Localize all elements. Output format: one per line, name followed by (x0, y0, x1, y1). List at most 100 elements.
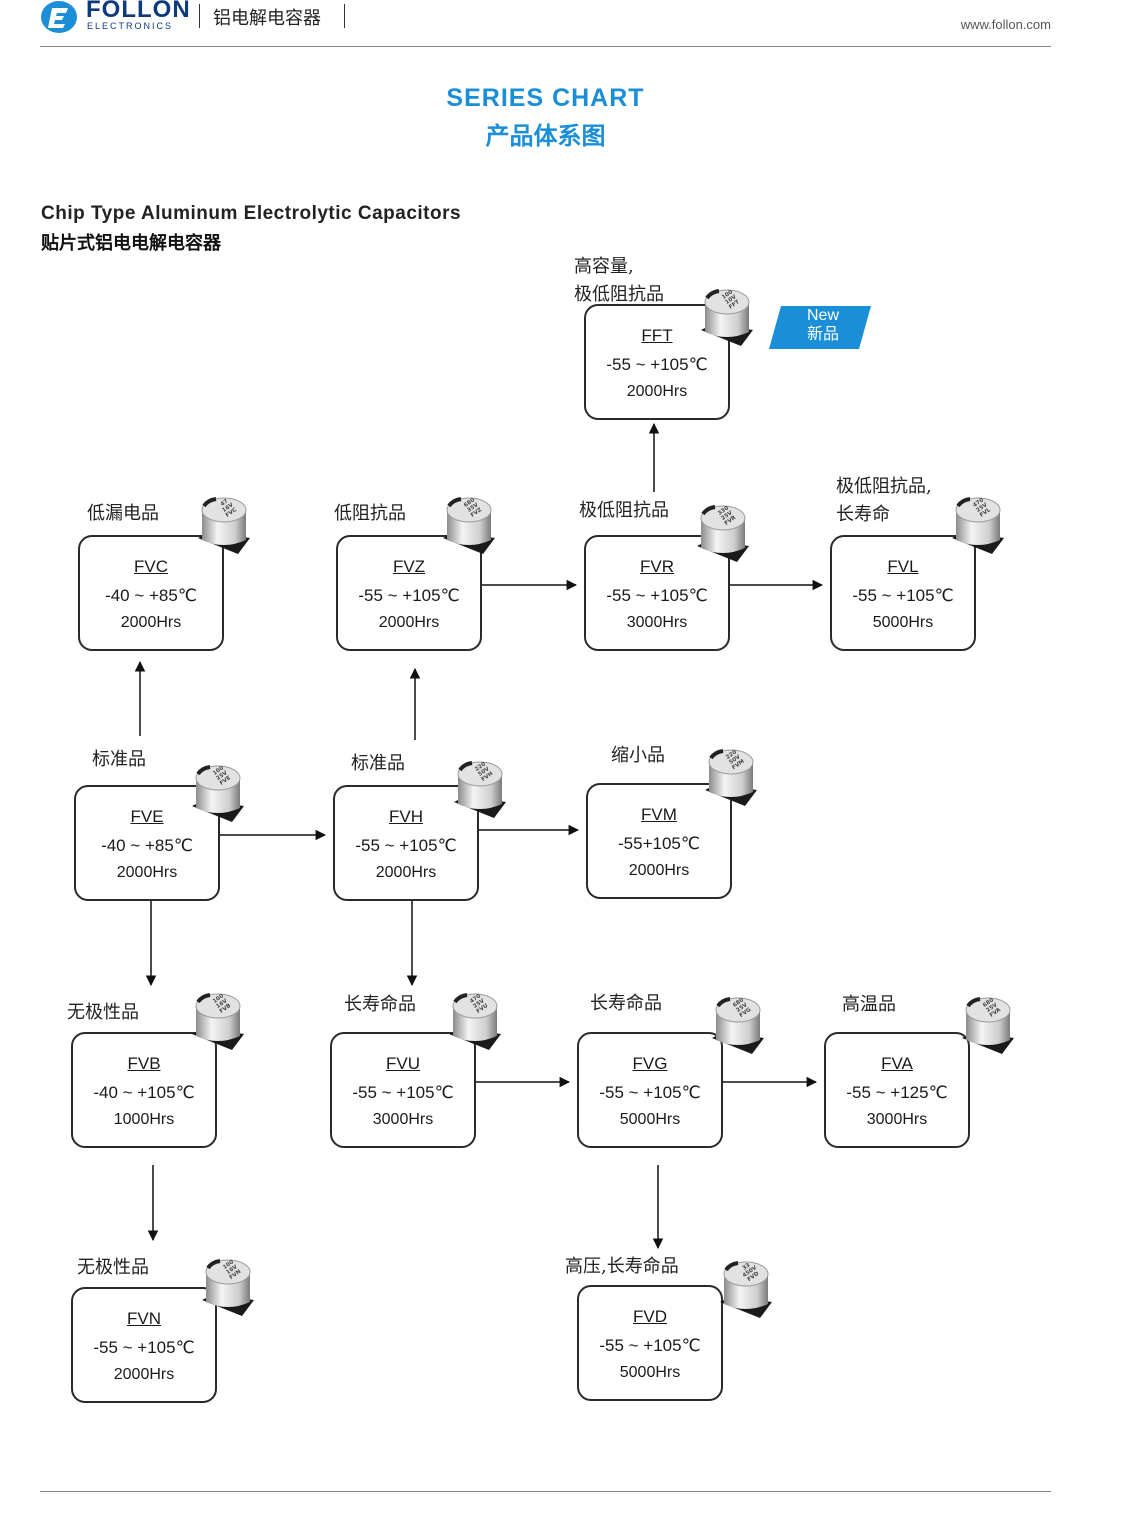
series-label-line: 长寿命品 (344, 994, 416, 1015)
page-title-cn: 产品体系图 (485, 122, 606, 150)
follon-logo-icon (41, 1, 77, 33)
series-code[interactable]: FVL (887, 557, 919, 576)
cap-marking: 33 (742, 1262, 752, 1271)
series-label-line: 高压,长寿命品 (565, 1256, 679, 1277)
cap-marking: 100 (222, 1259, 235, 1271)
cap-marking: 100 (212, 765, 225, 777)
series-label-line: 缩小品 (611, 745, 665, 766)
load-life: 2000Hrs (113, 1366, 175, 1383)
series-code[interactable]: FVB (127, 1054, 161, 1073)
series-box-fvr[interactable]: FVR -55 ~ +105℃ 3000Hrs (584, 535, 730, 651)
series-label-fvb: 无极性品 (67, 999, 139, 1027)
series-label-line: 极低阻抗品 (579, 500, 669, 521)
series-box-fvn[interactable]: FVN -55 ~ +105℃ 2000Hrs (71, 1287, 217, 1403)
series-label-fva: 高温品 (842, 991, 896, 1019)
load-life: 1000Hrs (113, 1111, 175, 1128)
series-code[interactable]: FVG (632, 1054, 668, 1073)
cap-marking: 470 (972, 497, 985, 509)
series-label-fvu: 长寿命品 (344, 991, 416, 1019)
temperature-range: -55 ~ +105℃ (599, 1083, 701, 1102)
series-label-line: 标准品 (351, 753, 405, 774)
series-label-line: 无极性品 (77, 1257, 149, 1278)
series-box-fvc[interactable]: FVC -40 ~ +85℃ 2000Hrs (78, 535, 224, 651)
cap-marking: FVZ (470, 507, 483, 519)
load-life: 3000Hrs (866, 1111, 928, 1128)
cap-marking: 680 (982, 997, 995, 1009)
new-badge-label: New 新品 (783, 306, 863, 344)
header-divider (199, 4, 200, 28)
series-box-fvb[interactable]: FVB -40 ~ +105℃ 1000Hrs (71, 1032, 217, 1148)
series-label-fvc: 低漏电品 (87, 500, 159, 528)
temperature-range: -40 ~ +105℃ (93, 1083, 195, 1102)
temperature-range: -55 ~ +105℃ (606, 355, 708, 374)
cap-marking: FVC (225, 507, 238, 519)
series-code[interactable]: FVD (633, 1307, 667, 1326)
new-badge-en: New (806, 307, 839, 324)
cap-marking: 680 (732, 997, 745, 1009)
cap-marking: 47 (220, 498, 230, 507)
series-code[interactable]: FVR (640, 557, 674, 576)
temperature-range: -55 ~ +105℃ (606, 586, 708, 605)
series-label-line: 高温品 (842, 994, 896, 1015)
load-life: 2000Hrs (120, 614, 182, 631)
series-label-line: 无极性品 (67, 1002, 139, 1023)
new-badge-cn: 新品 (806, 326, 839, 343)
series-label-fvd: 高压,长寿命品 (565, 1253, 679, 1281)
series-code[interactable]: FVN (127, 1309, 161, 1328)
series-code[interactable]: FVZ (392, 557, 426, 576)
brand-subtitle: ELECTRONICS (87, 21, 174, 31)
new-badge (769, 306, 871, 349)
series-code[interactable]: FFT (641, 326, 673, 345)
cap-marking: FVB (219, 1003, 232, 1015)
series-box-fva[interactable]: FVA -55 ~ +125℃ 3000Hrs (824, 1032, 970, 1148)
temperature-range: -55 ~ +125℃ (846, 1083, 948, 1102)
series-label-line: 高容量, (574, 256, 634, 277)
header-rule (40, 46, 1051, 47)
temperature-range: -55 ~ +105℃ (93, 1338, 195, 1357)
temperature-range: -55 ~ +105℃ (358, 586, 460, 605)
series-label-fvm: 缩小品 (611, 742, 665, 770)
load-life: 5000Hrs (619, 1111, 681, 1128)
series-box-fvu[interactable]: FVU -55 ~ +105℃ 3000Hrs (330, 1032, 476, 1148)
temperature-range: -40 ~ +85℃ (101, 836, 193, 855)
temperature-range: -55 ~ +105℃ (352, 1083, 454, 1102)
page-header: FOLLON ELECTRONICS 铝电解电容器 www.follon.com (0, 0, 1131, 48)
header-category: 铝电解电容器 (213, 8, 321, 29)
cap-marking: 330 (717, 505, 730, 517)
website-url[interactable]: www.follon.com (960, 17, 1051, 32)
load-life: 3000Hrs (626, 614, 688, 631)
series-code[interactable]: FVM (641, 805, 677, 824)
cap-marking: 100 (721, 289, 734, 301)
cap-marking: FVE (219, 775, 232, 787)
series-label-fvz: 低阻抗品 (334, 500, 406, 528)
series-code[interactable]: FVU (386, 1054, 420, 1073)
series-box-fvg[interactable]: FVG -55 ~ +105℃ 5000Hrs (577, 1032, 723, 1148)
load-life: 3000Hrs (372, 1111, 434, 1128)
series-code[interactable]: FVH (389, 807, 423, 826)
series-code[interactable]: FVA (881, 1054, 913, 1073)
cap-marking: 470 (469, 993, 482, 1005)
temperature-range: -55 ~ +105℃ (599, 1336, 701, 1355)
series-code[interactable]: FVE (130, 807, 164, 826)
section-title-en: Chip Type Aluminum Electrolytic Capacito… (41, 203, 462, 224)
cap-marking: 100 (212, 993, 225, 1005)
temperature-range: -40 ~ +85℃ (105, 586, 197, 605)
series-label-fvh: 标准品 (351, 750, 405, 778)
series-label-line: 长寿命 (836, 504, 890, 525)
series-code[interactable]: FVC (134, 557, 168, 576)
series-label-fvg: 长寿命品 (590, 990, 662, 1018)
